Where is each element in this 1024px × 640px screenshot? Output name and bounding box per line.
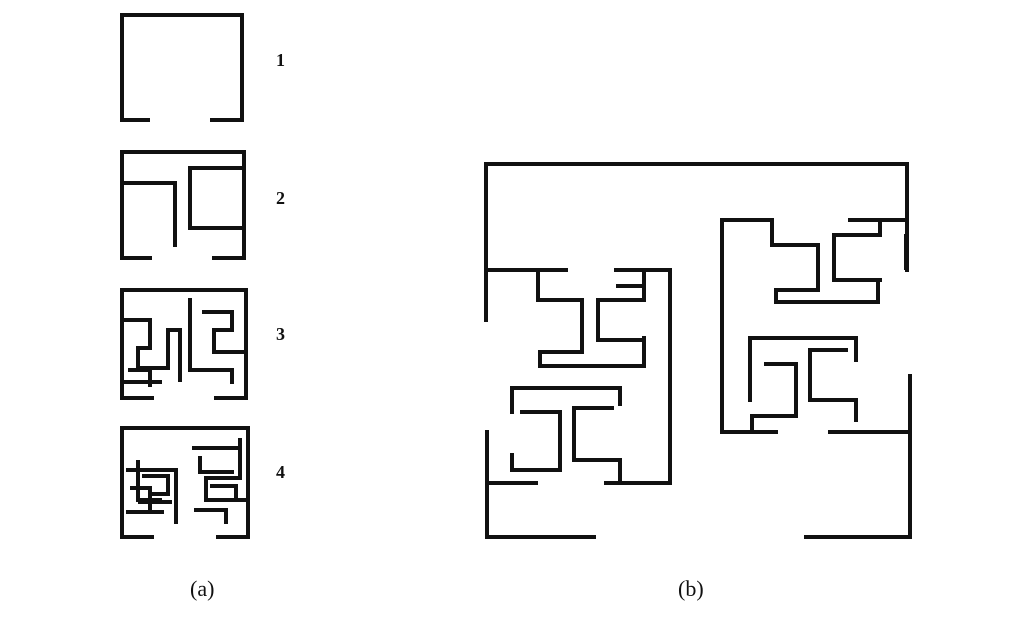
step-3-diagram bbox=[120, 288, 248, 400]
step-2-number: 2 bbox=[276, 188, 285, 208]
step-2-diagram bbox=[120, 150, 246, 260]
step-3-number: 3 bbox=[276, 324, 285, 344]
panel-b: (b) bbox=[484, 162, 912, 601]
step-4-number: 4 bbox=[276, 462, 285, 482]
left-module bbox=[484, 268, 672, 485]
bottom-frame-left bbox=[485, 430, 596, 539]
panel-b-caption: (b) bbox=[678, 576, 704, 601]
panel-a: 1 2 3 4 (a) bbox=[120, 13, 285, 601]
outer-frame bbox=[484, 162, 909, 272]
step-4-diagram bbox=[120, 426, 250, 539]
step-1-diagram bbox=[120, 13, 244, 122]
right-module bbox=[720, 218, 912, 434]
panel-a-caption: (a) bbox=[190, 576, 214, 601]
bottom-frame-right bbox=[804, 374, 912, 539]
step-1-number: 1 bbox=[276, 50, 285, 70]
